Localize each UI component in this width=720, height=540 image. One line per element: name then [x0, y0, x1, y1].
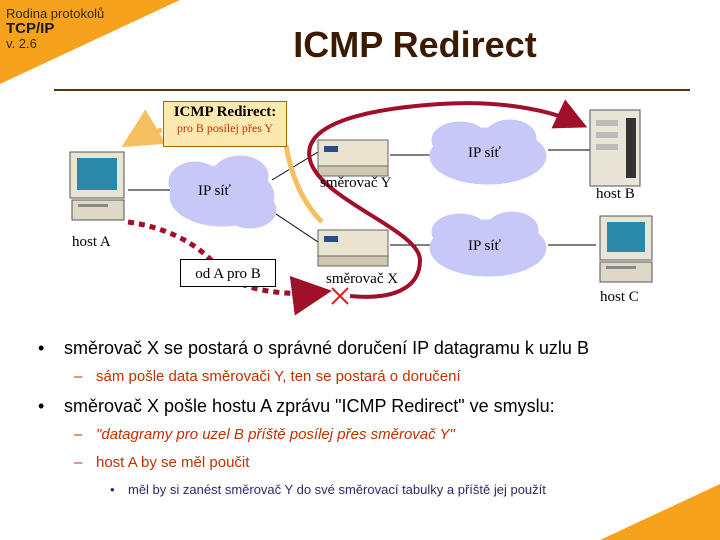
- dash-icon: –: [74, 454, 83, 471]
- cloud-label-2: IP síť: [468, 145, 501, 161]
- cloud-ip-net-2: [429, 119, 547, 185]
- host-b-server-icon: [589, 109, 641, 187]
- bullet-dot-icon: •: [38, 338, 45, 358]
- icmp-redirect-callout: ICMP Redirect: pro B posílej přes Y: [163, 101, 287, 147]
- host-b-label: host B: [596, 186, 635, 202]
- corner-decoration-top: [0, 0, 180, 84]
- dash-icon: –: [74, 426, 83, 443]
- sub-bullet-text: sám pošle data směrovači Y, ten se posta…: [96, 368, 461, 385]
- bullet-text: směrovač X pošle hostu A zprávu "ICMP Re…: [64, 396, 555, 416]
- title-rule: [54, 89, 690, 91]
- sub-bullet-text: "datagramy pro uzel B příště posílej pře…: [96, 426, 455, 443]
- datagram-label-box: od A pro B: [180, 259, 276, 287]
- router-y-icon: [317, 139, 389, 177]
- network-diagram: [69, 99, 653, 316]
- router-y-label: směrovač Y: [320, 175, 392, 191]
- host-c-label: host C: [600, 289, 639, 305]
- redirect-arrow-path: [283, 144, 324, 224]
- callout-subtitle: pro B posílej přes Y: [176, 121, 274, 135]
- datagram-path: [127, 219, 332, 316]
- host-a-computer-icon: [69, 151, 125, 221]
- corner-decoration-bottom: [600, 484, 720, 540]
- cloud-ip-net-3: [429, 211, 547, 277]
- series-info: Rodina protokolů TCP/IP v. 2.6: [6, 6, 104, 51]
- router-x-label: směrovač X: [326, 271, 399, 287]
- host-a-label: host A: [72, 234, 111, 250]
- redirect-arrow-head: [121, 109, 167, 148]
- page-title: ICMP Redirect: [293, 24, 537, 65]
- cloud-label-3: IP síť: [468, 238, 501, 254]
- cloud-ip-net-1: [168, 155, 277, 229]
- blocked-cross-icon: [331, 287, 349, 305]
- version: v. 2.6: [6, 36, 37, 51]
- bullet-dot-icon: •: [110, 482, 115, 497]
- host-c-computer-icon: [599, 215, 653, 283]
- series-name: Rodina protokolů: [6, 6, 105, 21]
- cloud-label-1: IP síť: [198, 183, 231, 199]
- forwarding-path: [307, 99, 588, 299]
- bullet-text: směrovač X se postará o správné doručení…: [64, 338, 589, 358]
- sub-bullet-text: host A by se měl poučit: [96, 454, 250, 471]
- sub-sub-bullet-text: měl by si zanést směrovač Y do své směro…: [128, 482, 546, 497]
- dash-icon: –: [74, 368, 83, 385]
- callout-title: ICMP Redirect:: [173, 104, 277, 120]
- course-name: TCP/IP: [6, 20, 55, 37]
- router-x-icon: [317, 229, 389, 267]
- bullet-dot-icon: •: [38, 396, 45, 416]
